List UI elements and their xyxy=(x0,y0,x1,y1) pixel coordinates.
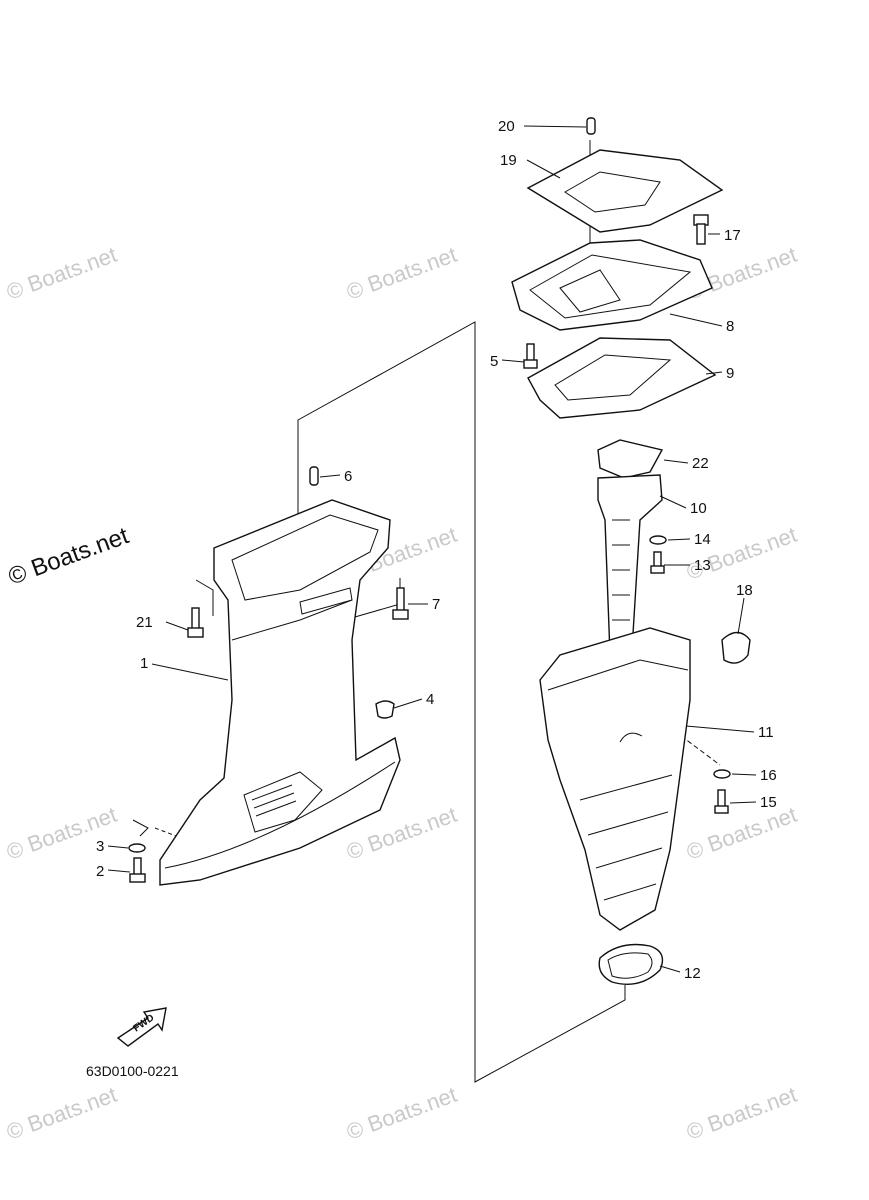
watermark: © Boats.net xyxy=(343,242,460,305)
callout-20: 20 xyxy=(498,118,515,135)
bolt-17 xyxy=(693,214,709,245)
callout-13: 13 xyxy=(694,557,711,574)
bolt-5 xyxy=(523,343,538,369)
bottom-seal xyxy=(598,943,664,985)
callout-14: 14 xyxy=(694,531,711,548)
bolts xyxy=(129,214,729,883)
watermark: © Boats.net xyxy=(3,242,120,305)
upper-gasket xyxy=(526,149,724,233)
lower-gasket xyxy=(527,337,717,419)
bolt-21 xyxy=(187,607,204,638)
bolt-13 xyxy=(650,551,665,574)
callout-10: 10 xyxy=(690,500,707,517)
leader-lines xyxy=(107,125,757,973)
washer-16 xyxy=(713,769,731,779)
bolt-2 xyxy=(129,857,146,883)
dowel-pin-top xyxy=(586,117,596,135)
dowel-pin xyxy=(309,466,319,486)
callout-16: 16 xyxy=(760,767,777,784)
upper-casing xyxy=(511,239,713,331)
washer-3 xyxy=(128,843,146,853)
callout-11: 11 xyxy=(758,724,774,741)
watermark: © Boats.net xyxy=(683,1082,800,1145)
grommet xyxy=(375,700,395,719)
muffler xyxy=(539,627,691,931)
callout-1: 1 xyxy=(140,655,148,672)
callout-4: 4 xyxy=(426,691,434,708)
watermark: © Boats.net xyxy=(3,802,120,865)
washer-14 xyxy=(649,535,667,545)
callout-7: 7 xyxy=(432,596,440,613)
callout-22: 22 xyxy=(692,455,709,472)
callout-2: 2 xyxy=(96,863,104,880)
callout-18: 18 xyxy=(736,582,753,599)
callout-9: 9 xyxy=(726,365,734,382)
watermark: © Boats.net xyxy=(683,802,800,865)
callout-3: 3 xyxy=(96,838,104,855)
callout-21: 21 xyxy=(136,614,153,631)
callouts: 1 2 3 4 5 6 7 8 9 10 11 12 13 14 15 16 1… xyxy=(96,118,777,982)
callout-12: 12 xyxy=(684,965,701,982)
seal xyxy=(721,631,751,664)
callout-17: 17 xyxy=(724,227,741,244)
bolt-15 xyxy=(714,789,729,814)
diagram-code: 63D0100-0221 xyxy=(86,1063,179,1079)
exhaust-gasket xyxy=(597,439,664,479)
watermark: © Boats.net xyxy=(3,1082,120,1145)
washers xyxy=(128,535,731,853)
bolt-7 xyxy=(392,587,409,620)
callout-6: 6 xyxy=(344,468,352,485)
callout-8: 8 xyxy=(726,318,734,335)
callout-5: 5 xyxy=(490,353,498,370)
watermark: © Boats.net xyxy=(343,1082,460,1145)
drive-shaft-housing xyxy=(159,499,401,886)
callout-15: 15 xyxy=(760,794,777,811)
main-watermark: © Boats.net xyxy=(5,522,133,590)
callout-19: 19 xyxy=(500,152,517,169)
fwd-arrow: FWD xyxy=(116,1007,167,1047)
